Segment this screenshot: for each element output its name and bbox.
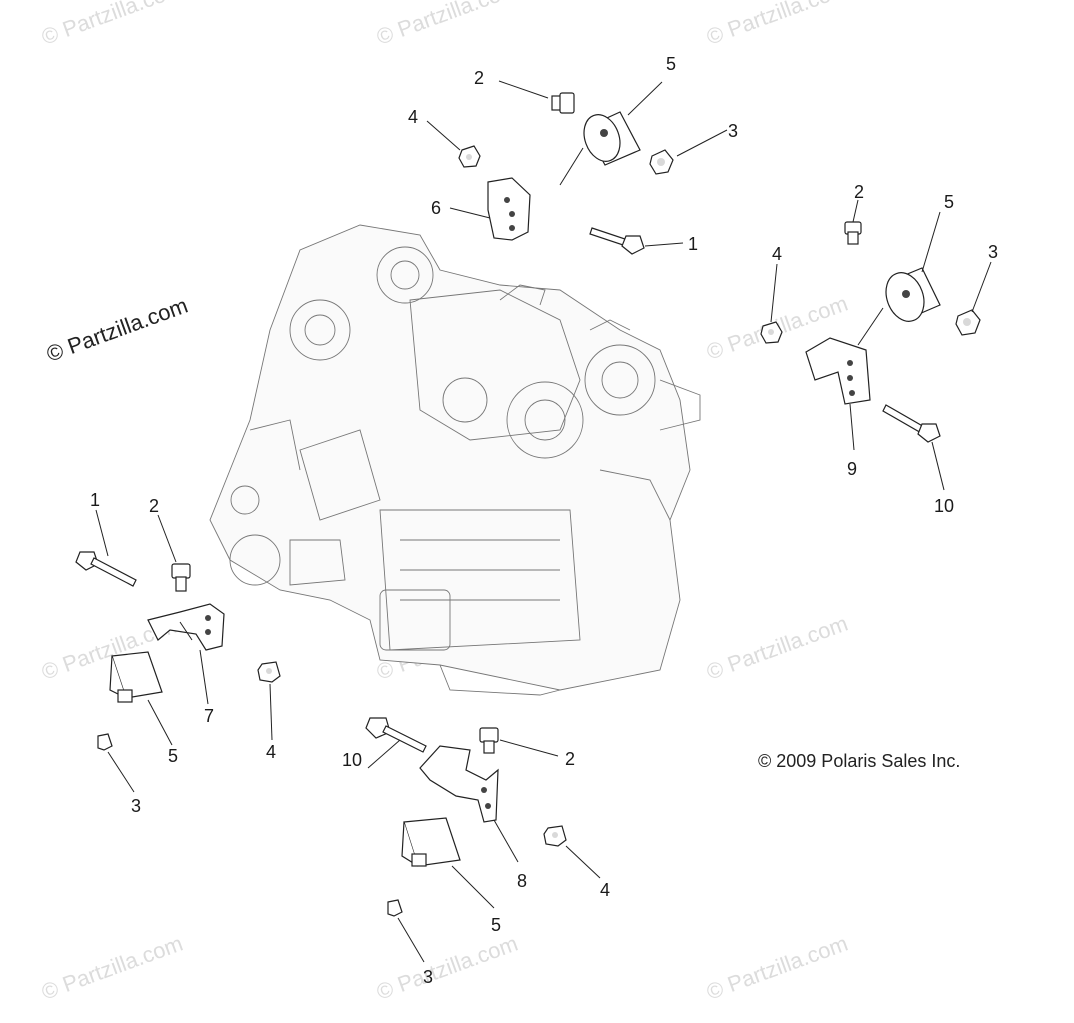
- rubber-mount-part-5[interactable]: [578, 110, 641, 167]
- callout-5: 5: [944, 192, 954, 212]
- long-bolt-part-10[interactable]: [365, 717, 427, 753]
- callout-4: 4: [772, 244, 782, 264]
- watermark: © Partzilla.com: [38, 0, 186, 50]
- callout-2: 2: [565, 749, 575, 769]
- bottom-mount-group: 10 2 8 4 5 3: [342, 717, 610, 987]
- bracket-part-9[interactable]: [805, 337, 871, 405]
- callout-4: 4: [266, 742, 276, 762]
- bracket-part-7[interactable]: [147, 603, 225, 651]
- bolt-part-2[interactable]: [171, 563, 191, 592]
- right-mount-group: 2 5 4 3 9 10: [760, 182, 998, 516]
- callout-10: 10: [934, 496, 954, 516]
- nut-part-3[interactable]: [955, 309, 981, 336]
- nut-part-4[interactable]: [257, 661, 281, 683]
- nut-part-3[interactable]: [387, 899, 403, 917]
- callout-3: 3: [988, 242, 998, 262]
- nut-part-4[interactable]: [543, 825, 567, 847]
- copyright-notice: © 2009 Polaris Sales Inc.: [758, 751, 960, 771]
- nut-part-4[interactable]: [458, 145, 481, 168]
- callout-1: 1: [90, 490, 100, 510]
- callout-4: 4: [408, 107, 418, 127]
- callout-2: 2: [474, 68, 484, 88]
- callout-1: 1: [688, 234, 698, 254]
- watermark-main: © Partzilla.com: [43, 293, 191, 367]
- long-bolt-part-10[interactable]: [882, 404, 941, 443]
- callout-3: 3: [728, 121, 738, 141]
- engine-transmission-assembly: [209, 224, 701, 696]
- bolt-part-2[interactable]: [844, 221, 862, 245]
- watermark: © Partzilla.com: [373, 0, 521, 50]
- watermark: © Partzilla.com: [38, 931, 186, 1005]
- bracket-part-8[interactable]: [419, 745, 499, 823]
- callout-5: 5: [168, 746, 178, 766]
- callout-2: 2: [854, 182, 864, 202]
- watermark: © Partzilla.com: [703, 0, 851, 50]
- watermark: © Partzilla.com: [373, 931, 521, 1005]
- callout-3: 3: [423, 967, 433, 987]
- left-mount-group: 1 2 7 5 4 3: [75, 490, 281, 816]
- callout-8: 8: [517, 871, 527, 891]
- top-mount-group: 2 5 4 3 6 1: [408, 54, 738, 255]
- nut-part-3[interactable]: [649, 149, 674, 175]
- callout-6: 6: [431, 198, 441, 218]
- rubber-mount-part-5[interactable]: [401, 817, 461, 867]
- callout-5: 5: [491, 915, 501, 935]
- bolt-part-2[interactable]: [551, 92, 575, 114]
- callout-9: 9: [847, 459, 857, 479]
- watermark: © Partzilla.com: [703, 611, 851, 685]
- callout-5: 5: [666, 54, 676, 74]
- callout-10: 10: [342, 750, 362, 770]
- bracket-part-6[interactable]: [487, 177, 531, 241]
- bolt-part-2[interactable]: [479, 727, 499, 754]
- callout-3: 3: [131, 796, 141, 816]
- callout-7: 7: [204, 706, 214, 726]
- long-bolt-part-1[interactable]: [589, 227, 645, 255]
- nut-part-4[interactable]: [760, 321, 783, 344]
- callout-4: 4: [600, 880, 610, 900]
- rubber-mount-part-5[interactable]: [880, 267, 941, 326]
- nut-part-3[interactable]: [97, 733, 113, 751]
- watermark: © Partzilla.com: [703, 931, 851, 1005]
- rubber-mount-part-5[interactable]: [109, 651, 163, 703]
- callout-2: 2: [149, 496, 159, 516]
- long-bolt-part-1[interactable]: [75, 551, 137, 587]
